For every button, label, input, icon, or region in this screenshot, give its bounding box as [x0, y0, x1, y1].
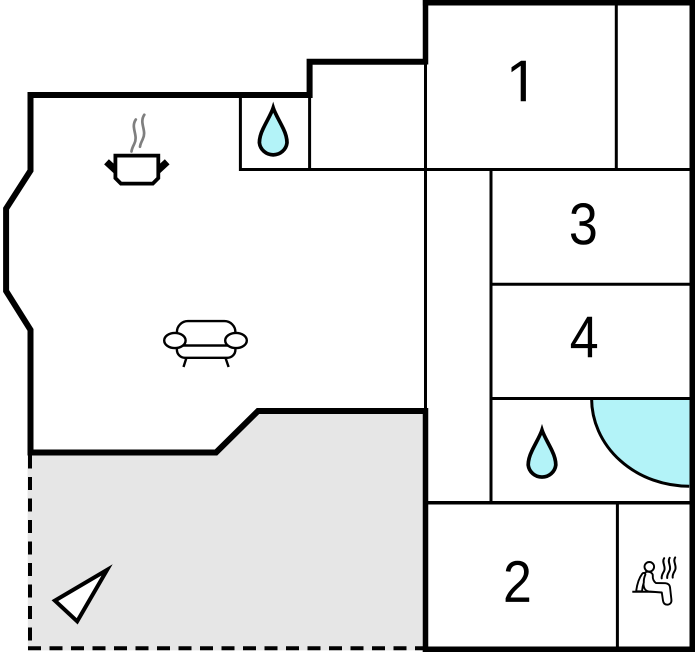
- water-drop-icon-kitchen: [257, 101, 289, 157]
- terrace-fill: [27, 408, 423, 651]
- shower-arc: [590, 398, 690, 488]
- terrace-dashed-border: [28, 455, 423, 651]
- sauna-person-head: [643, 561, 656, 573]
- water-drop-icon-bath: [526, 423, 558, 479]
- sauna-icon: [632, 556, 677, 606]
- water-drop: [257, 101, 289, 157]
- partition-lines: [238, 2, 691, 648]
- water-drop: [526, 423, 558, 479]
- unit-outline: [422, 0, 695, 652]
- shower-icon: [590, 397, 695, 488]
- pot-steam-icon: [130, 113, 146, 153]
- sauna-steam-icon: [660, 556, 677, 580]
- sofa-armrest-left: [162, 331, 187, 350]
- room-1-label: [511, 60, 526, 102]
- pot-body: [113, 153, 161, 186]
- north-arrow-icon: [51, 564, 113, 625]
- partition-walls: [238, 2, 691, 648]
- room-4-label: [570, 316, 598, 358]
- sofa-seat: [175, 344, 237, 359]
- exterior-walls: [3, 0, 695, 652]
- room-labels: [505, 60, 598, 602]
- room-2-label: [505, 560, 530, 602]
- cooking-pot-icon: [104, 113, 170, 186]
- sauna-person-arm: [635, 572, 647, 593]
- terrace-area: [27, 408, 423, 651]
- sofa-armrest-right: [223, 331, 248, 350]
- shower-fill: [591, 397, 695, 487]
- sauna-person-body: [642, 570, 673, 606]
- sofa-icon: [162, 319, 248, 368]
- living-room-outline: [3, 58, 426, 456]
- room-3-label: [570, 203, 596, 245]
